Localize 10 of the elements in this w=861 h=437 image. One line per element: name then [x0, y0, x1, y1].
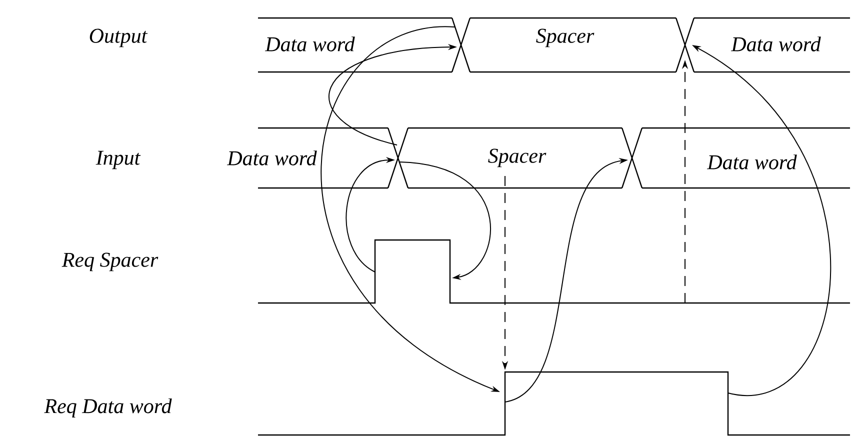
signal-name: Output [90, 28, 148, 48]
bus-value: Data word [264, 36, 355, 52]
bus-value: Data word [706, 154, 797, 170]
signal-name: Input [96, 150, 141, 170]
signal-name: Req Spacer [62, 252, 158, 272]
bus-value: Data word [226, 150, 317, 166]
bus-value: Data word [730, 36, 821, 52]
bus-value: Spacer [488, 148, 546, 168]
signal-name: Req Data word [44, 398, 172, 418]
bus-value: Spacer [536, 28, 594, 48]
